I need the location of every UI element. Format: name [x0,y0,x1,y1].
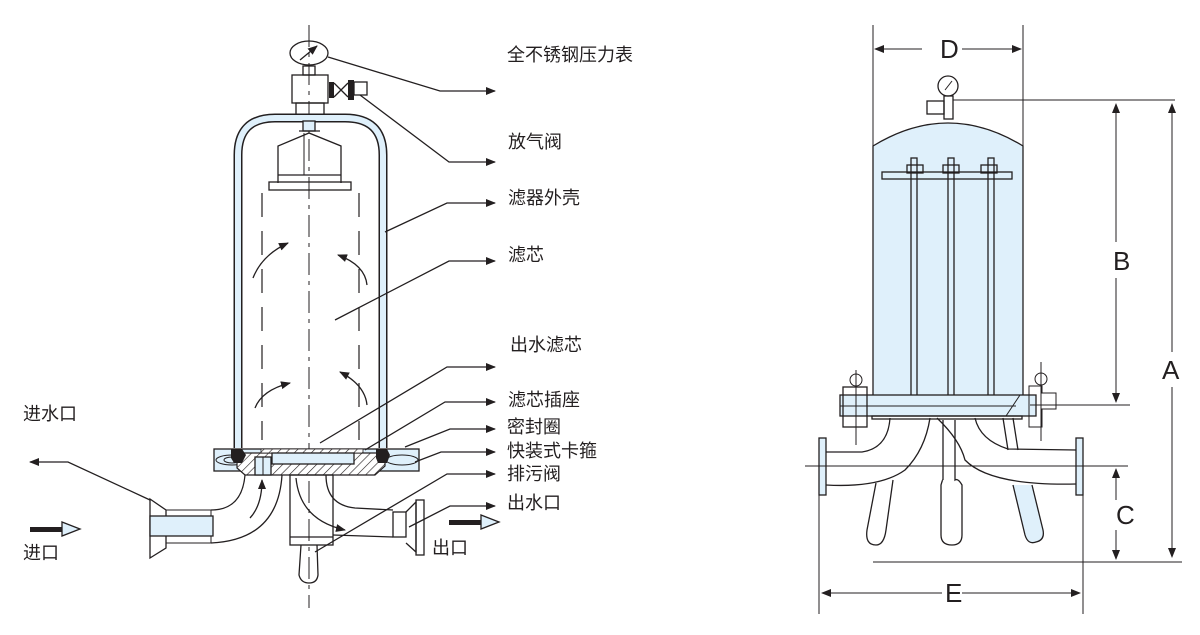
leg-center [940,420,963,546]
label-outlet-flow: 出口 [432,538,468,559]
label-drain-valve: 排污阀 [507,464,561,485]
dimension-view [805,25,1182,614]
section-view [29,25,501,608]
label-filter-housing: 滤器外壳 [508,188,580,209]
label-vent-valve: 放气阀 [508,132,562,153]
flow-arrows [252,242,368,409]
dimension-lines [818,25,1182,614]
leader-water-inlet [29,458,151,501]
seal-ring-left [231,449,246,463]
element-top-cap [268,132,352,191]
inlet-flow-arrow-icon [30,521,82,537]
seal-ring-right [376,449,390,463]
label-seal-ring: 密封圈 [507,417,561,438]
leader-filter-housing [384,199,496,233]
leader-outlet-element [319,363,496,444]
leg-right [1012,484,1044,544]
leader-element-socket [364,398,496,451]
label-outlet-element: 出水滤芯 [510,335,582,356]
label-water-outlet: 出水口 [507,493,561,514]
dimension-label-c: C [1116,500,1135,530]
outlet-flow-arrow-icon [449,514,501,530]
filter-housing-shell [233,113,388,448]
vessel-pipes [805,417,1128,496]
leader-filter-element [334,257,496,321]
outlet-body [289,474,425,584]
label-quick-clamp: 快装式卡箍 [507,441,597,462]
leader-drain-valve [314,470,496,553]
dimension-label-d: D [940,34,959,64]
leader-water-outlet [408,502,496,528]
leader-pressure-gauge [327,56,496,95]
pressure-gauge-icon [289,40,329,119]
dimension-label-b: B [1113,246,1131,276]
leader-lines [29,56,496,553]
leader-seal-ring [404,425,496,448]
leader-quick-clamp [414,448,496,463]
label-pressure-gauge: 全不锈钢压力表 [507,45,633,66]
label-filter-element: 滤芯 [508,245,544,266]
leg-left [866,479,894,546]
label-water-inlet: 进水口 [23,404,77,425]
leader-vent-valve [359,94,496,166]
label-inlet-flow: 进口 [23,543,59,564]
vent-valve-icon [329,80,368,100]
label-element-socket: 滤芯插座 [508,390,580,411]
drain-valve-icon [298,544,319,584]
dimension-label-a: A [1162,355,1180,385]
dimension-label-e: E [945,578,963,608]
inlet-pipe [149,474,283,560]
base-flange [213,448,420,476]
